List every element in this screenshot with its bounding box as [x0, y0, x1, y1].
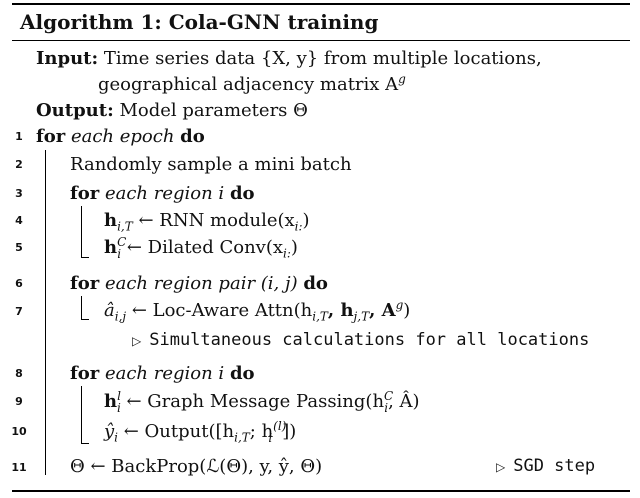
loop-end-tick	[81, 257, 89, 259]
step-7: âi,j ← Loc-Aware Attn(hi,T, hj,T, Ag)	[104, 298, 411, 324]
step-10: ŷi ← Output([hi,T; h(l)i])	[104, 419, 297, 445]
close-paren: )	[403, 300, 411, 321]
line-number: 11	[11, 461, 27, 474]
loop-condition: each region pair (i, j)	[104, 273, 298, 294]
close-paren: , Â)	[388, 391, 420, 412]
step-1: for each epoch do	[36, 126, 205, 148]
superscript: (l)	[273, 419, 287, 433]
output-label: Output:	[36, 100, 114, 121]
line-number: 8	[15, 367, 23, 380]
comment-text: SGD step	[513, 456, 596, 476]
subscript: i:	[283, 246, 291, 261]
superscript: C	[117, 235, 127, 249]
dilated-conv-text: ← Dilated Conv(x	[121, 237, 284, 258]
line-number: 9	[15, 395, 23, 408]
input-text-2: geographical adjacency matrix A	[98, 74, 399, 95]
superscript: C	[384, 389, 394, 403]
output-line: Output: Model parameters Θ	[36, 100, 308, 122]
subscript: i	[116, 400, 121, 415]
input-sup: g	[398, 72, 406, 86]
loop-end-tick	[81, 443, 89, 445]
loop-condition: each epoch	[70, 126, 175, 147]
algorithm-title: Algorithm 1: Cola-GNN training	[20, 10, 379, 34]
loop-end-tick	[81, 319, 89, 321]
keyword-for: for	[70, 363, 100, 384]
comment-triangle-icon: ▷	[496, 460, 506, 474]
step-6: for each region pair (i, j) do	[70, 273, 328, 295]
loop-bar-region	[81, 206, 83, 258]
subscript: i	[117, 246, 122, 261]
line-number: 2	[15, 158, 23, 171]
comment-triangle-icon: ▷	[132, 334, 142, 348]
step-4: hi,T ← RNN module(xi:)	[104, 210, 310, 234]
close-bracket: ])	[282, 421, 297, 442]
output-text: Model parameters Θ	[119, 100, 308, 121]
superscript: l	[117, 389, 121, 403]
loop-bar-outer	[45, 150, 47, 475]
title-rule	[12, 40, 630, 41]
symbol-a-hat: â	[104, 300, 115, 321]
keyword-for: for	[36, 126, 66, 147]
step-5: hCi ← Dilated Conv(xi:)	[104, 235, 298, 261]
keyword-do: do	[303, 273, 328, 294]
comment-text: Simultaneous calculations for all locati…	[149, 330, 590, 350]
loc-aware-attn-text: ← Loc-Aware Attn(h	[126, 300, 313, 321]
bottom-rule	[12, 490, 630, 492]
top-rule	[12, 3, 630, 5]
comment-sgd: ▷ SGD step	[496, 456, 595, 476]
line-number: 7	[15, 305, 23, 318]
superscript: g	[395, 298, 404, 312]
line-number: 5	[15, 241, 23, 254]
line-number: 1	[15, 130, 23, 143]
line-number: 10	[11, 425, 27, 438]
close-paren: )	[302, 210, 310, 231]
symbol-y-hat: ŷ	[104, 421, 115, 442]
step-11: Θ ← BackProp(ℒ(Θ), y, ŷ, Θ)	[70, 456, 323, 477]
input-line-1: Input: Time series data {X, y} from mult…	[36, 48, 542, 70]
symbol-h: h	[104, 237, 118, 258]
subscript: i	[268, 430, 273, 445]
subscript: i,T	[117, 219, 133, 234]
step-8: for each region i do	[70, 363, 255, 385]
subscript: i,T	[312, 309, 328, 324]
keyword-for: for	[70, 273, 100, 294]
loop-bar-message	[81, 386, 83, 444]
input-label: Input:	[36, 48, 99, 69]
subscript: i,j	[114, 309, 127, 324]
input-line-2: geographical adjacency matrix Ag	[98, 72, 406, 96]
subscript: i	[114, 430, 119, 445]
keyword-do: do	[229, 363, 255, 384]
rnn-module-text: ← RNN module(x	[132, 210, 295, 231]
output-text: ← Output([h	[118, 421, 235, 442]
loop-condition: each region i	[104, 183, 225, 204]
symbol-h: , h	[327, 300, 354, 321]
symbol-h: h	[104, 210, 118, 231]
keyword-for: for	[70, 183, 100, 204]
line-number: 4	[15, 214, 23, 227]
line-number: 6	[15, 277, 23, 290]
line-number: 3	[15, 187, 23, 200]
step-9: hli ← Graph Message Passing(hCi, Â)	[104, 389, 420, 415]
symbol-a: , A	[369, 300, 396, 321]
loop-condition: each region i	[104, 363, 225, 384]
symbol-h: h	[104, 391, 118, 412]
symbol-h: ; h	[249, 421, 274, 442]
keyword-do: do	[229, 183, 255, 204]
step-2: Randomly sample a mini batch	[70, 154, 352, 175]
message-passing-text: ← Graph Message Passing(h	[120, 391, 385, 412]
subscript: i:	[294, 219, 303, 234]
subscript: i,T	[234, 430, 250, 445]
close-paren: )	[290, 237, 298, 258]
step-3: for each region i do	[70, 183, 255, 205]
input-text-1: Time series data {X, y} from multiple lo…	[103, 48, 542, 69]
subscript: i	[384, 400, 389, 415]
loop-bar-pair	[81, 296, 83, 320]
keyword-do: do	[180, 126, 205, 147]
comment-simultaneous: ▷ Simultaneous calculations for all locat…	[132, 330, 589, 350]
subscript: j,T	[353, 309, 370, 324]
